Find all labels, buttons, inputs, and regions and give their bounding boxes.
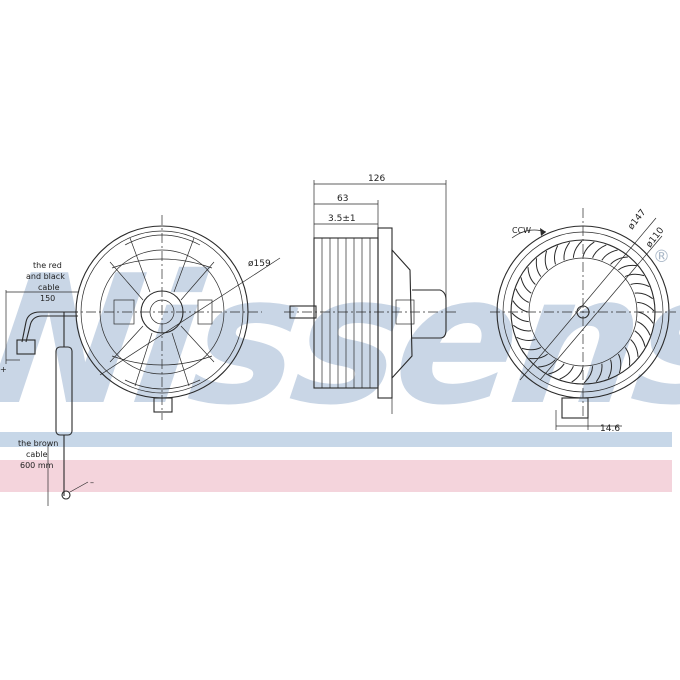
dia-147-label: ø147 [626,208,648,232]
red-black-label-line1: the red [33,261,62,270]
dim-3-5-label: 3.5±1 [328,214,356,224]
fan-blade [516,336,536,342]
fan-blade [618,264,637,271]
fan-blade [529,353,548,360]
fan-blade [515,288,529,303]
minus-lead [69,481,89,493]
dim-126-label: 126 [368,174,385,184]
ccw-label: CCW [512,226,531,235]
fan-blade [571,366,584,383]
red-black-label-line3: cable [38,283,60,292]
fan-blade [527,267,536,285]
fan-outer [510,239,656,385]
fan-blade [583,366,594,384]
fan-inner [528,257,638,367]
housing-ribs [109,237,215,387]
red-black-connector [16,339,36,355]
motor-shaft [149,299,175,325]
brown-label-line2: cable [26,450,48,459]
red-black-cable [21,311,78,343]
fan-blade [512,324,532,332]
brown-length: 600 mm [20,461,54,470]
fan-blade [572,240,583,258]
fan-blade [553,245,559,265]
minus-sign: – [90,478,94,487]
diameter-leader [99,257,281,376]
red-black-length: 150 [40,294,55,303]
motor-cap [412,289,447,339]
fan-blade [637,321,651,336]
motor-hub [140,290,184,334]
brown-label-line1: the brown [18,439,58,448]
fan-blade [634,330,646,347]
fan-blade [610,256,628,265]
fan-blade [630,282,650,288]
fan-blade [607,359,613,379]
bottom-tab [153,397,173,413]
fan-blade [511,312,529,323]
dim-14-6-label: 14.6 [600,424,620,434]
fan-blade [637,311,654,324]
nissens-watermark: Nissens ® [0,238,680,445]
fan-blade [559,366,574,380]
fan-blade [637,301,655,312]
shaft [289,305,317,319]
rear-rim [502,231,664,393]
plus-sign: + [0,365,7,374]
red-black-label-line2: and black [26,272,65,281]
red-black-cable-2 [25,315,78,343]
fan-blade [634,292,654,300]
rear-bottom-tab [561,397,589,419]
ring-terminal [61,490,71,500]
fan-blade [535,258,542,277]
ccw-arrowhead [540,228,546,236]
fan-blades-side [321,238,371,388]
blue-band [0,432,672,447]
dia-110-leader [539,235,663,381]
diameter-159-label: ø159 [248,259,271,269]
dim-63-label: 63 [337,194,348,204]
fan-blade [548,363,565,375]
dia-147-leader [519,217,657,381]
fan-blade [624,273,645,278]
fan-blade [538,359,556,368]
fan-blade [601,249,618,261]
rear-view: ø147 ø110 CCW 14.6 [490,208,676,434]
fan-blade [520,277,532,294]
fan-blade [617,353,622,374]
fan-blade [512,300,529,313]
registered-mark: ® [653,247,670,267]
fan-blade [624,347,631,366]
motor-connector [395,299,415,325]
pink-band [0,460,672,492]
housing-arcs [111,234,213,390]
motor-body [391,248,413,380]
clip-right [197,299,213,325]
housing-rim [80,230,244,394]
clip-left [113,299,135,325]
fan-blade [582,241,595,258]
side-view: 126 63 3.5±1 [284,174,456,414]
fan-blade [592,244,607,258]
fan-blades-front [511,240,655,384]
front-view: ø159 + the red and black cable 150 – the… [0,215,281,506]
fan-blade [595,363,603,383]
fan-blade [544,250,549,271]
housing-ring [99,249,225,375]
watermark-text: Nissens [0,238,680,445]
fan-blade [630,339,639,357]
fan-blade [563,241,571,261]
fan-blade [521,346,542,351]
